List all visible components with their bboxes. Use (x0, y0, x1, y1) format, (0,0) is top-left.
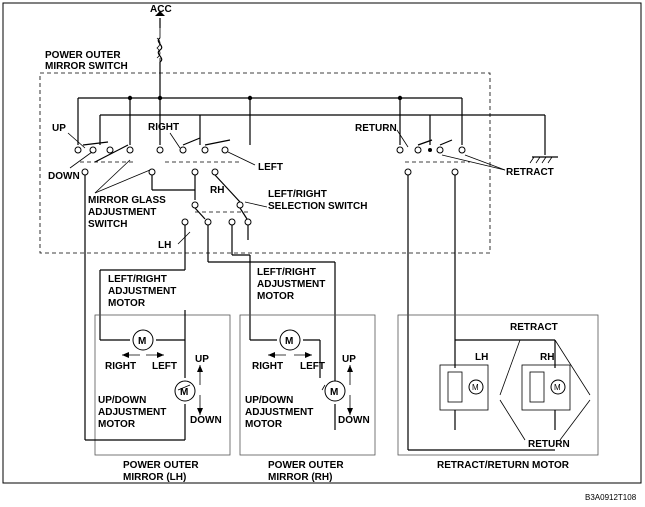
retract-return-motor-label: RETRACT/RETURN MOTOR (437, 460, 570, 471)
lh-motor-wiring (85, 310, 203, 441)
acc-label: ACC (150, 4, 172, 15)
rh-lr-motor-label-3: MOTOR (257, 291, 295, 302)
mirror-glass-label-1: MIRROR GLASS (88, 195, 166, 206)
lh-down-label: DOWN (190, 415, 222, 426)
rh-motor-wiring (250, 329, 353, 430)
switch-title-1: POWER OUTER (45, 50, 121, 61)
right-label: RIGHT (148, 122, 179, 133)
rh-ud-motor-label-1: UP/DOWN (245, 395, 293, 406)
lh-label: LH (158, 240, 171, 251)
mirror-glass-label-3: SWITCH (88, 219, 127, 230)
figure-code: B3A0912T108 (585, 493, 637, 502)
lh-lr-motor-label-1: LEFT/RIGHT (108, 274, 167, 285)
rh-up-label: UP (342, 354, 356, 365)
retract-motor-wiring (408, 339, 591, 451)
power-outer-mirror-switch-box (39, 72, 491, 254)
rh-motor-m: M (285, 336, 293, 347)
mirror-glass-label-2: ADJUSTMENT (88, 207, 156, 218)
rh-lr-motor-label-1: LEFT/RIGHT (257, 267, 316, 278)
rh-down-label: DOWN (338, 415, 370, 426)
rh-ud-motor-m: M (330, 387, 338, 398)
retract-motor-lh-label: LH (475, 352, 488, 363)
switch-wiring (74, 95, 558, 450)
rh-label: RH (210, 185, 224, 196)
retract-motor-retract-label: RETRACT (510, 322, 558, 333)
pom-rh-label-1: POWER OUTER (268, 460, 344, 471)
rh-ud-motor-label-3: MOTOR (245, 419, 283, 430)
lh-ud-motor-label-3: MOTOR (98, 419, 136, 430)
lh-up-label: UP (195, 354, 209, 365)
lh-ud-motor-m: M (180, 387, 188, 398)
mirror-rh-box (239, 314, 376, 456)
lh-left-label: LEFT (152, 361, 177, 372)
lh-ud-motor-label-1: UP/DOWN (98, 395, 146, 406)
lh-motor-m: M (138, 336, 146, 347)
rh-right-label: RIGHT (252, 361, 283, 372)
retract-rh-m: M (554, 383, 561, 392)
retract-motor-return-label: RETURN (528, 439, 570, 450)
retract-lh-m: M (472, 383, 479, 392)
switch-title-2: MIRROR SWITCH (45, 61, 128, 72)
leader-lines (67, 129, 506, 391)
retract-return-box (397, 314, 599, 456)
retract-motor-rh-label: RH (540, 352, 554, 363)
pom-rh-label-2: MIRROR (RH) (268, 472, 332, 483)
acc-supply (155, 11, 165, 98)
pom-lh-label-1: POWER OUTER (123, 460, 199, 471)
rh-left-label: LEFT (300, 361, 325, 372)
lh-ud-motor-label-2: ADJUSTMENT (98, 407, 166, 418)
left-label: LEFT (258, 162, 283, 173)
mirror-lh-box (94, 314, 231, 456)
rh-lr-motor-label-2: ADJUSTMENT (257, 279, 325, 290)
pom-lh-label-2: MIRROR (LH) (123, 472, 186, 483)
retract-label: RETRACT (506, 167, 554, 178)
down-label: DOWN (48, 171, 80, 182)
diagram-frame (2, 2, 642, 484)
lr-selection-label-2: SELECTION SWITCH (268, 201, 367, 212)
lh-lr-motor-label-2: ADJUSTMENT (108, 286, 176, 297)
lr-selection-label-1: LEFT/RIGHT (268, 189, 327, 200)
lh-lr-motor-label-3: MOTOR (108, 298, 146, 309)
lh-right-label: RIGHT (105, 361, 136, 372)
rh-ud-motor-label-2: ADJUSTMENT (245, 407, 313, 418)
return-label: RETURN (355, 123, 397, 134)
up-label: UP (52, 123, 66, 134)
